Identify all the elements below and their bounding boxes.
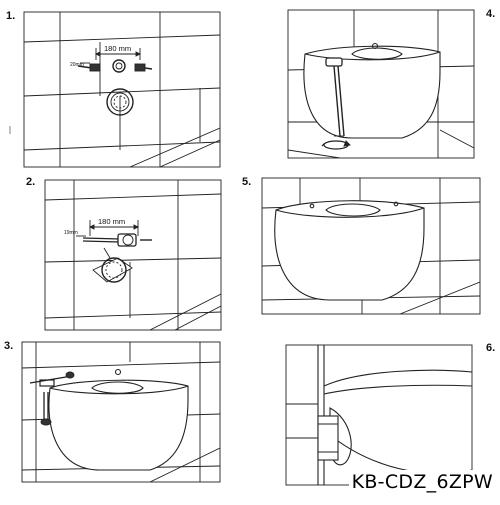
step-1-drain-pipe: [106, 88, 134, 116]
step-4-panel: [287, 9, 475, 159]
step-1-frame: [23, 11, 221, 168]
step-3-panel: [21, 341, 221, 483]
step-2-drain-connector: [92, 247, 133, 283]
step-1-dimension-label: 180 mm: [104, 44, 131, 53]
step-5-panel: [261, 177, 481, 315]
step-2-tile-wall: [45, 180, 221, 330]
step-2-inlet-fitting: [117, 233, 137, 247]
step-1-dimension-line: [80, 48, 142, 64]
step-4-frame: [287, 9, 475, 159]
step-3-number: 3.: [4, 340, 14, 352]
step-2-dimension-label: 180 mm: [98, 217, 125, 226]
step-6-cross-section: [317, 345, 473, 485]
step-5-toilet-bowl: [274, 200, 425, 301]
step-4-number: 4.: [486, 8, 496, 20]
step-1-fixing-bolts: [77, 63, 153, 72]
step-4-fixing-rod: [325, 57, 345, 137]
step-6-panel: [285, 344, 473, 486]
step-2-offset-label: 19mm: [64, 230, 78, 236]
step-4-wrench-icon: [321, 140, 351, 150]
step-6-tile-wall: [286, 403, 318, 439]
model-code-label: KB-CDZ_6ZPW: [348, 470, 496, 494]
step-3-mounting-rods: [29, 371, 75, 426]
step-2-frame: [44, 179, 222, 331]
step-1-offset-label: 20mm: [70, 62, 84, 68]
step-3-toilet-bowl: [48, 368, 189, 471]
step-1-number: 1.: [6, 10, 16, 22]
step-2-number: 2.: [26, 176, 36, 188]
step-2-panel: [44, 179, 222, 331]
step-5-frame: [261, 177, 481, 315]
step-2-threaded-rods: [82, 237, 152, 243]
step-3-frame: [21, 341, 221, 483]
step-4-toilet-bowl: [303, 42, 441, 139]
step-5-number: 5.: [242, 176, 252, 188]
step-1-water-inlet: [112, 59, 126, 73]
step-1-panel: [9, 11, 221, 168]
step-6-number: 6.: [486, 342, 496, 354]
step-6-frame: [285, 344, 473, 486]
step-2-dimension-line: [76, 220, 140, 237]
